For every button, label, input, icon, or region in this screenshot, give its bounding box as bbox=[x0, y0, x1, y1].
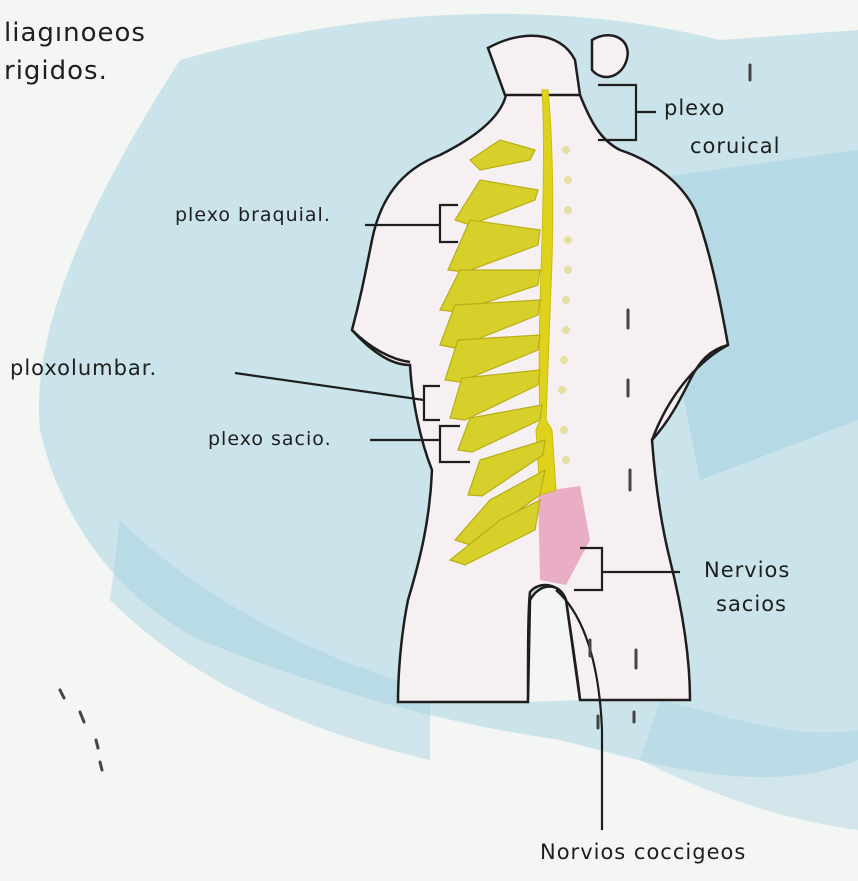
lumbar-leader bbox=[235, 373, 424, 400]
label-nervios-coccigeos: Norvios coccigeos bbox=[540, 840, 746, 864]
label-plexo-lumbar: ploxolumbar. bbox=[10, 356, 157, 380]
label-plexo-sacro: plexo sacio. bbox=[208, 428, 332, 450]
right-ear bbox=[592, 35, 628, 77]
label-plexo-cervical-2: coruical bbox=[690, 134, 780, 158]
label-nervios-sacros-1: Nervios bbox=[704, 558, 790, 582]
cervical-bracket bbox=[598, 85, 636, 140]
label-nervios-sacros-2: sacios bbox=[716, 592, 787, 616]
label-plexo-cervical-1: plexo bbox=[664, 96, 725, 120]
label-plexo-braquial: plexo braquial. bbox=[175, 204, 331, 226]
